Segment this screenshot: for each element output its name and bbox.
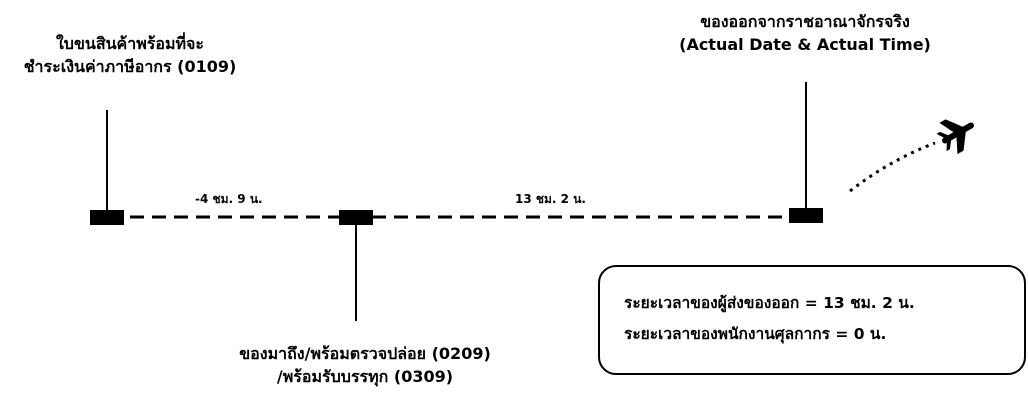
- duration-label-first: -4 ชม. 9 น.: [195, 192, 263, 206]
- milestone-label-line: ของมาถึง/พร้อมตรวจปล่อย (0209): [239, 344, 491, 363]
- departure-dotted-path: [849, 141, 936, 193]
- milestone-label-actual-departure: ของออกจากราชอาณาจักรจริง (Actual Date & …: [640, 10, 970, 56]
- milestone-marker-middle: [339, 210, 373, 225]
- milestone-marker-right: [789, 208, 823, 223]
- summary-box: ระยะเวลาของผู้ส่งของออก = 13 ชม. 2 น. ระ…: [598, 265, 1026, 375]
- milestone-label-line: /พร้อมรับบรรทุก (0309): [276, 367, 454, 387]
- milestone-label-ready-to-pay: ใบขนสินค้าพร้อมที่จะ ชำระเงินค่าภาษีอากร…: [0, 32, 260, 78]
- milestone-label-line: ชำระเงินค่าภาษีอากร (0109): [23, 57, 237, 77]
- summary-customs-time: ระยะเวลาของพนักงานศุลกากร = 0 น.: [624, 324, 887, 343]
- airplane-icon: [936, 119, 974, 155]
- summary-exporter-time: ระยะเวลาของผู้ส่งของออก = 13 ชม. 2 น.: [624, 294, 915, 312]
- duration-label-second: 13 ชม. 2 น.: [515, 192, 586, 206]
- milestone-label-arrival-release: ของมาถึง/พร้อมตรวจปล่อย (0209) /พร้อมรับ…: [180, 342, 550, 388]
- milestone-marker-left: [90, 210, 124, 225]
- milestone-label-line: ใบขนสินค้าพร้อมที่จะ: [55, 34, 205, 53]
- milestone-label-line: (Actual Date & Actual Time): [679, 35, 931, 55]
- milestone-label-line: ของออกจากราชอาณาจักรจริง: [700, 12, 910, 31]
